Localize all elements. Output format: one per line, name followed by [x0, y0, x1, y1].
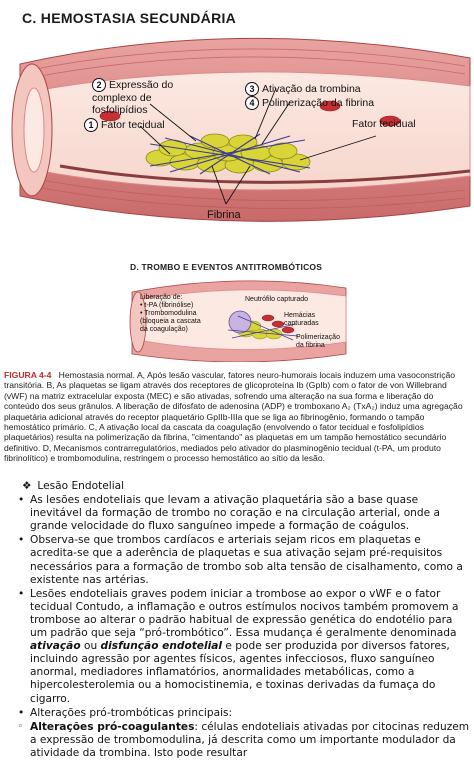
thrombus-illustration: [129, 280, 347, 362]
list-item: • Lesões endoteliais graves podem inicia…: [18, 587, 459, 705]
figure-c: C. HEMOSTASIA SECUNDÁRIA: [0, 0, 474, 250]
figure-d-title: D. TROMBO E EVENTOS ANTITROMBÓTICOS: [130, 262, 323, 272]
step-number-3: 3: [245, 82, 259, 96]
neutrophil-label: Neutrófilo capturado: [245, 296, 309, 303]
section-heading: ❖ Lesão Endotelial: [22, 480, 125, 492]
emphasis-endothelial-dysfunction: disfunção endotelial: [100, 640, 223, 653]
step-number-2: 2: [92, 78, 106, 92]
fibrin-polymerization-label: Polimerização da fibrina: [296, 334, 340, 349]
diamond-bullet-icon: ❖: [22, 480, 32, 492]
list-item: • Alterações pró-trombóticas principais:: [18, 706, 233, 719]
bullet-icon: •: [18, 534, 25, 547]
step-number-1: 1: [84, 118, 98, 132]
bullet-icon: •: [18, 494, 25, 507]
emphasis-activation: ativação: [30, 640, 81, 653]
figure-number: FIGURA 4-4: [4, 370, 52, 380]
bullet-icon: •: [18, 587, 25, 600]
label-fibrin: Fibrina: [207, 209, 241, 221]
list-item: ◦ Alterações pró-coagulantes: células en…: [18, 720, 470, 759]
red-cells-label: Hemácias capturadas: [284, 312, 319, 327]
procoagulant-term: Alterações pró-coagulantes: [30, 720, 195, 733]
step-number-4: 4: [245, 96, 259, 110]
list-item: • Observa-se que trombos cardíacos e art…: [18, 534, 463, 586]
open-bullet-icon: ◦: [18, 721, 24, 732]
caption-text: Hemostasia normal. A, Após lesão vascula…: [4, 370, 463, 464]
bullet-icon: •: [18, 706, 25, 719]
figure-c-title: C. HEMOSTASIA SECUNDÁRIA: [22, 10, 237, 26]
vessel-illustration: [11, 37, 471, 222]
release-label: Liberação de: • t-PA (fibrinólise) • Tro…: [140, 294, 201, 333]
figure-caption: FIGURA 4-4 Hemostasia normal. A, Após le…: [4, 370, 470, 464]
label-tissue-factor-right: Fator tecidual: [352, 118, 416, 130]
list-item: • As lesões endoteliais que levam a ativ…: [18, 494, 440, 533]
notes-section: ❖ Lesão Endotelial • As lesões endotelia…: [12, 480, 470, 760]
